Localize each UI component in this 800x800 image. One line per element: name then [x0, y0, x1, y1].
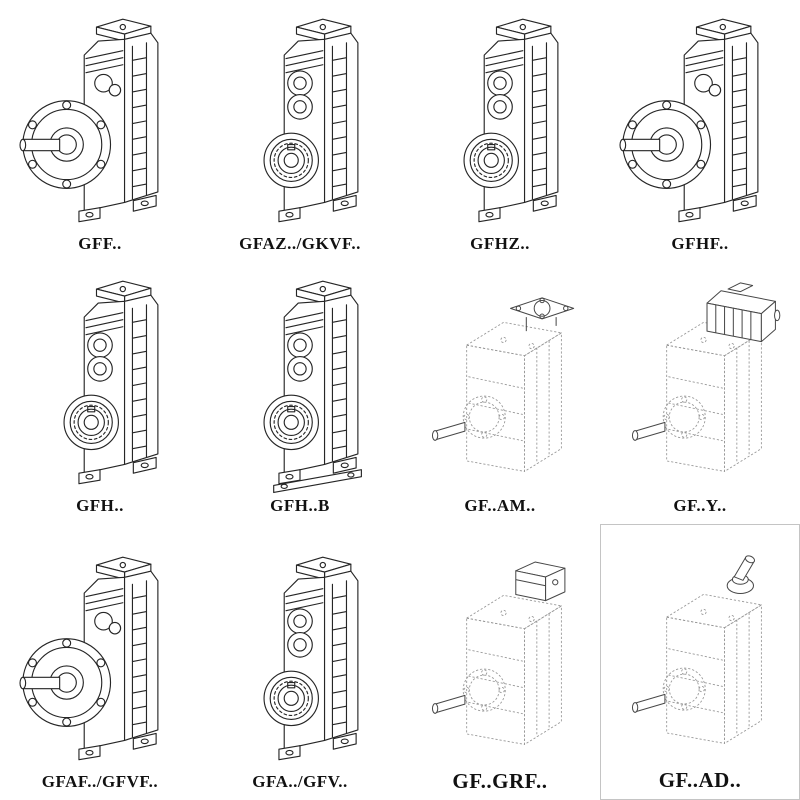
gearbox-drawing-gfh	[7, 268, 193, 496]
gearbox-drawing-gfh-b	[207, 268, 393, 496]
gearbox-drawing-gfhf	[607, 6, 793, 234]
product-cell: GF..AD..	[600, 524, 800, 800]
product-cell: GFH..B	[200, 262, 400, 524]
product-label: GF..Y..	[673, 496, 727, 515]
product-label: GFF..	[78, 234, 122, 253]
gearbox-drawing-gfhz	[407, 6, 593, 234]
product-label: GFH..	[76, 496, 124, 515]
product-label: GFAZ../GKVF..	[239, 234, 361, 253]
product-cell: GFA../GFV..	[200, 524, 400, 800]
product-label: GFA../GFV..	[252, 772, 348, 791]
gearbox-drawing-gfaf-gfvf	[7, 544, 193, 772]
gearbox-drawing-gf-grf	[407, 541, 593, 769]
gearbox-drawing-gfa-gfv	[207, 544, 393, 772]
product-cell: GF..AM..	[400, 262, 600, 524]
gearbox-drawing-gf-ad	[607, 540, 793, 768]
gearbox-drawing-gf-am	[407, 268, 593, 496]
gearbox-drawing-gff	[7, 6, 193, 234]
gearbox-drawing-gf-y	[607, 268, 793, 496]
product-label: GFAF../GFVF..	[41, 772, 159, 791]
product-cell: GFAF../GFVF..	[0, 524, 200, 800]
product-label: GFHF..	[671, 234, 729, 253]
product-label: GFH..B	[270, 496, 330, 515]
product-label: GF..GRF..	[452, 769, 548, 793]
product-cell: GFF..	[0, 0, 200, 262]
product-cell: GFHZ..	[400, 0, 600, 262]
product-cell: GFHF..	[600, 0, 800, 262]
product-cell: GFH..	[0, 262, 200, 524]
product-cell: GF..Y..	[600, 262, 800, 524]
gearbox-drawing-gfaz-gkvf	[207, 6, 393, 234]
product-label: GF..AM..	[464, 496, 536, 515]
product-label: GF..AD..	[658, 768, 742, 792]
product-cell: GF..GRF..	[400, 524, 600, 800]
product-label: GFHZ..	[470, 234, 530, 253]
product-cell: GFAZ../GKVF..	[200, 0, 400, 262]
